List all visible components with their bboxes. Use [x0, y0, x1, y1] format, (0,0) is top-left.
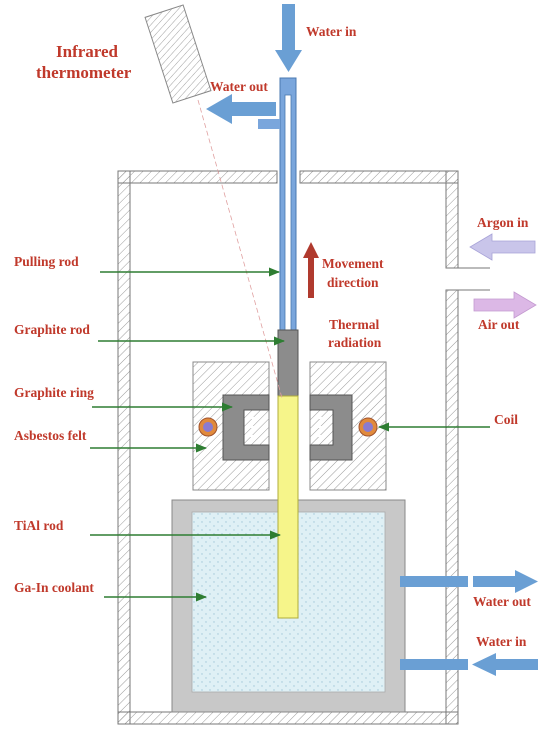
movement-direction-label-1: Movement	[322, 256, 384, 271]
graphite-ring	[222, 394, 353, 461]
water-out-top-arrow	[206, 94, 276, 124]
graphite-rod	[277, 329, 299, 397]
leader-arrows	[90, 267, 490, 602]
pulling-rod-label: Pulling rod	[14, 254, 79, 269]
infrared-thermometer-label-2: thermometer	[36, 63, 132, 82]
ga-in-coolant-label: Ga-In coolant	[14, 580, 94, 595]
water-out-bottom-arrow	[400, 570, 538, 593]
air-out-arrow	[473, 291, 537, 319]
tial-rod-label: TiAl rod	[14, 518, 64, 533]
air-out-label: Air out	[478, 317, 520, 332]
rod-assembly	[258, 77, 299, 619]
graphite-ring-label: Graphite ring	[14, 385, 94, 400]
argon-in-arrow	[469, 233, 536, 261]
water-in-bottom-arrow	[400, 653, 538, 676]
coil	[198, 417, 378, 437]
water-in-top-label: Water in	[306, 24, 357, 39]
infrared-thermometer-label-1: Infrared	[56, 42, 119, 61]
water-out-top-label: Water out	[210, 79, 268, 94]
graphite-rod-label: Graphite rod	[14, 322, 90, 337]
asbestos-felt-label: Asbestos felt	[14, 428, 87, 443]
water-in-bottom-label: Water in	[476, 634, 527, 649]
water-out-bottom-label: Water out	[473, 594, 531, 609]
water-in-top-arrow	[275, 4, 302, 72]
infrared-thermometer	[144, 4, 283, 399]
coil-label: Coil	[494, 412, 518, 427]
movement-direction-label-2: direction	[327, 275, 379, 290]
furnace-wall	[117, 170, 490, 725]
tial-rod	[277, 395, 299, 619]
thermal-radiation-label-2: radiation	[328, 335, 382, 350]
thermal-radiation-label-1: Thermal	[329, 317, 379, 332]
movement-direction-arrow	[303, 242, 319, 298]
argon-in-label: Argon in	[477, 215, 529, 230]
